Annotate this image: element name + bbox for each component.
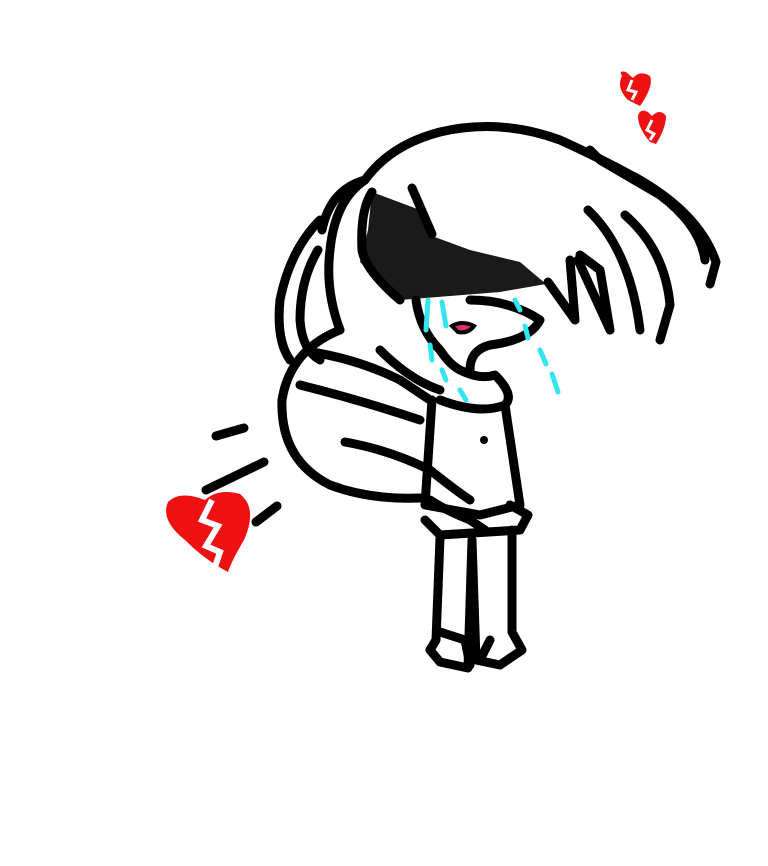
character [274, 122, 721, 673]
face [411, 295, 465, 375]
side-hair [324, 175, 370, 335]
small-heart-top [620, 71, 651, 106]
small-heart-bottom [638, 110, 666, 144]
wings [277, 325, 425, 503]
small-broken-hearts [620, 71, 666, 144]
broken-heart-shape [166, 492, 251, 572]
button [480, 436, 488, 444]
small-heart-crack [625, 79, 639, 101]
eye-band [360, 192, 546, 300]
broken-heart [166, 492, 251, 572]
mouth [448, 321, 478, 335]
small-heart-crack [645, 119, 657, 141]
motion-lines [201, 423, 282, 527]
neck [435, 365, 513, 414]
skirt [420, 500, 533, 540]
legs [425, 525, 527, 673]
tears [423, 297, 561, 403]
heart-crack [197, 498, 224, 571]
